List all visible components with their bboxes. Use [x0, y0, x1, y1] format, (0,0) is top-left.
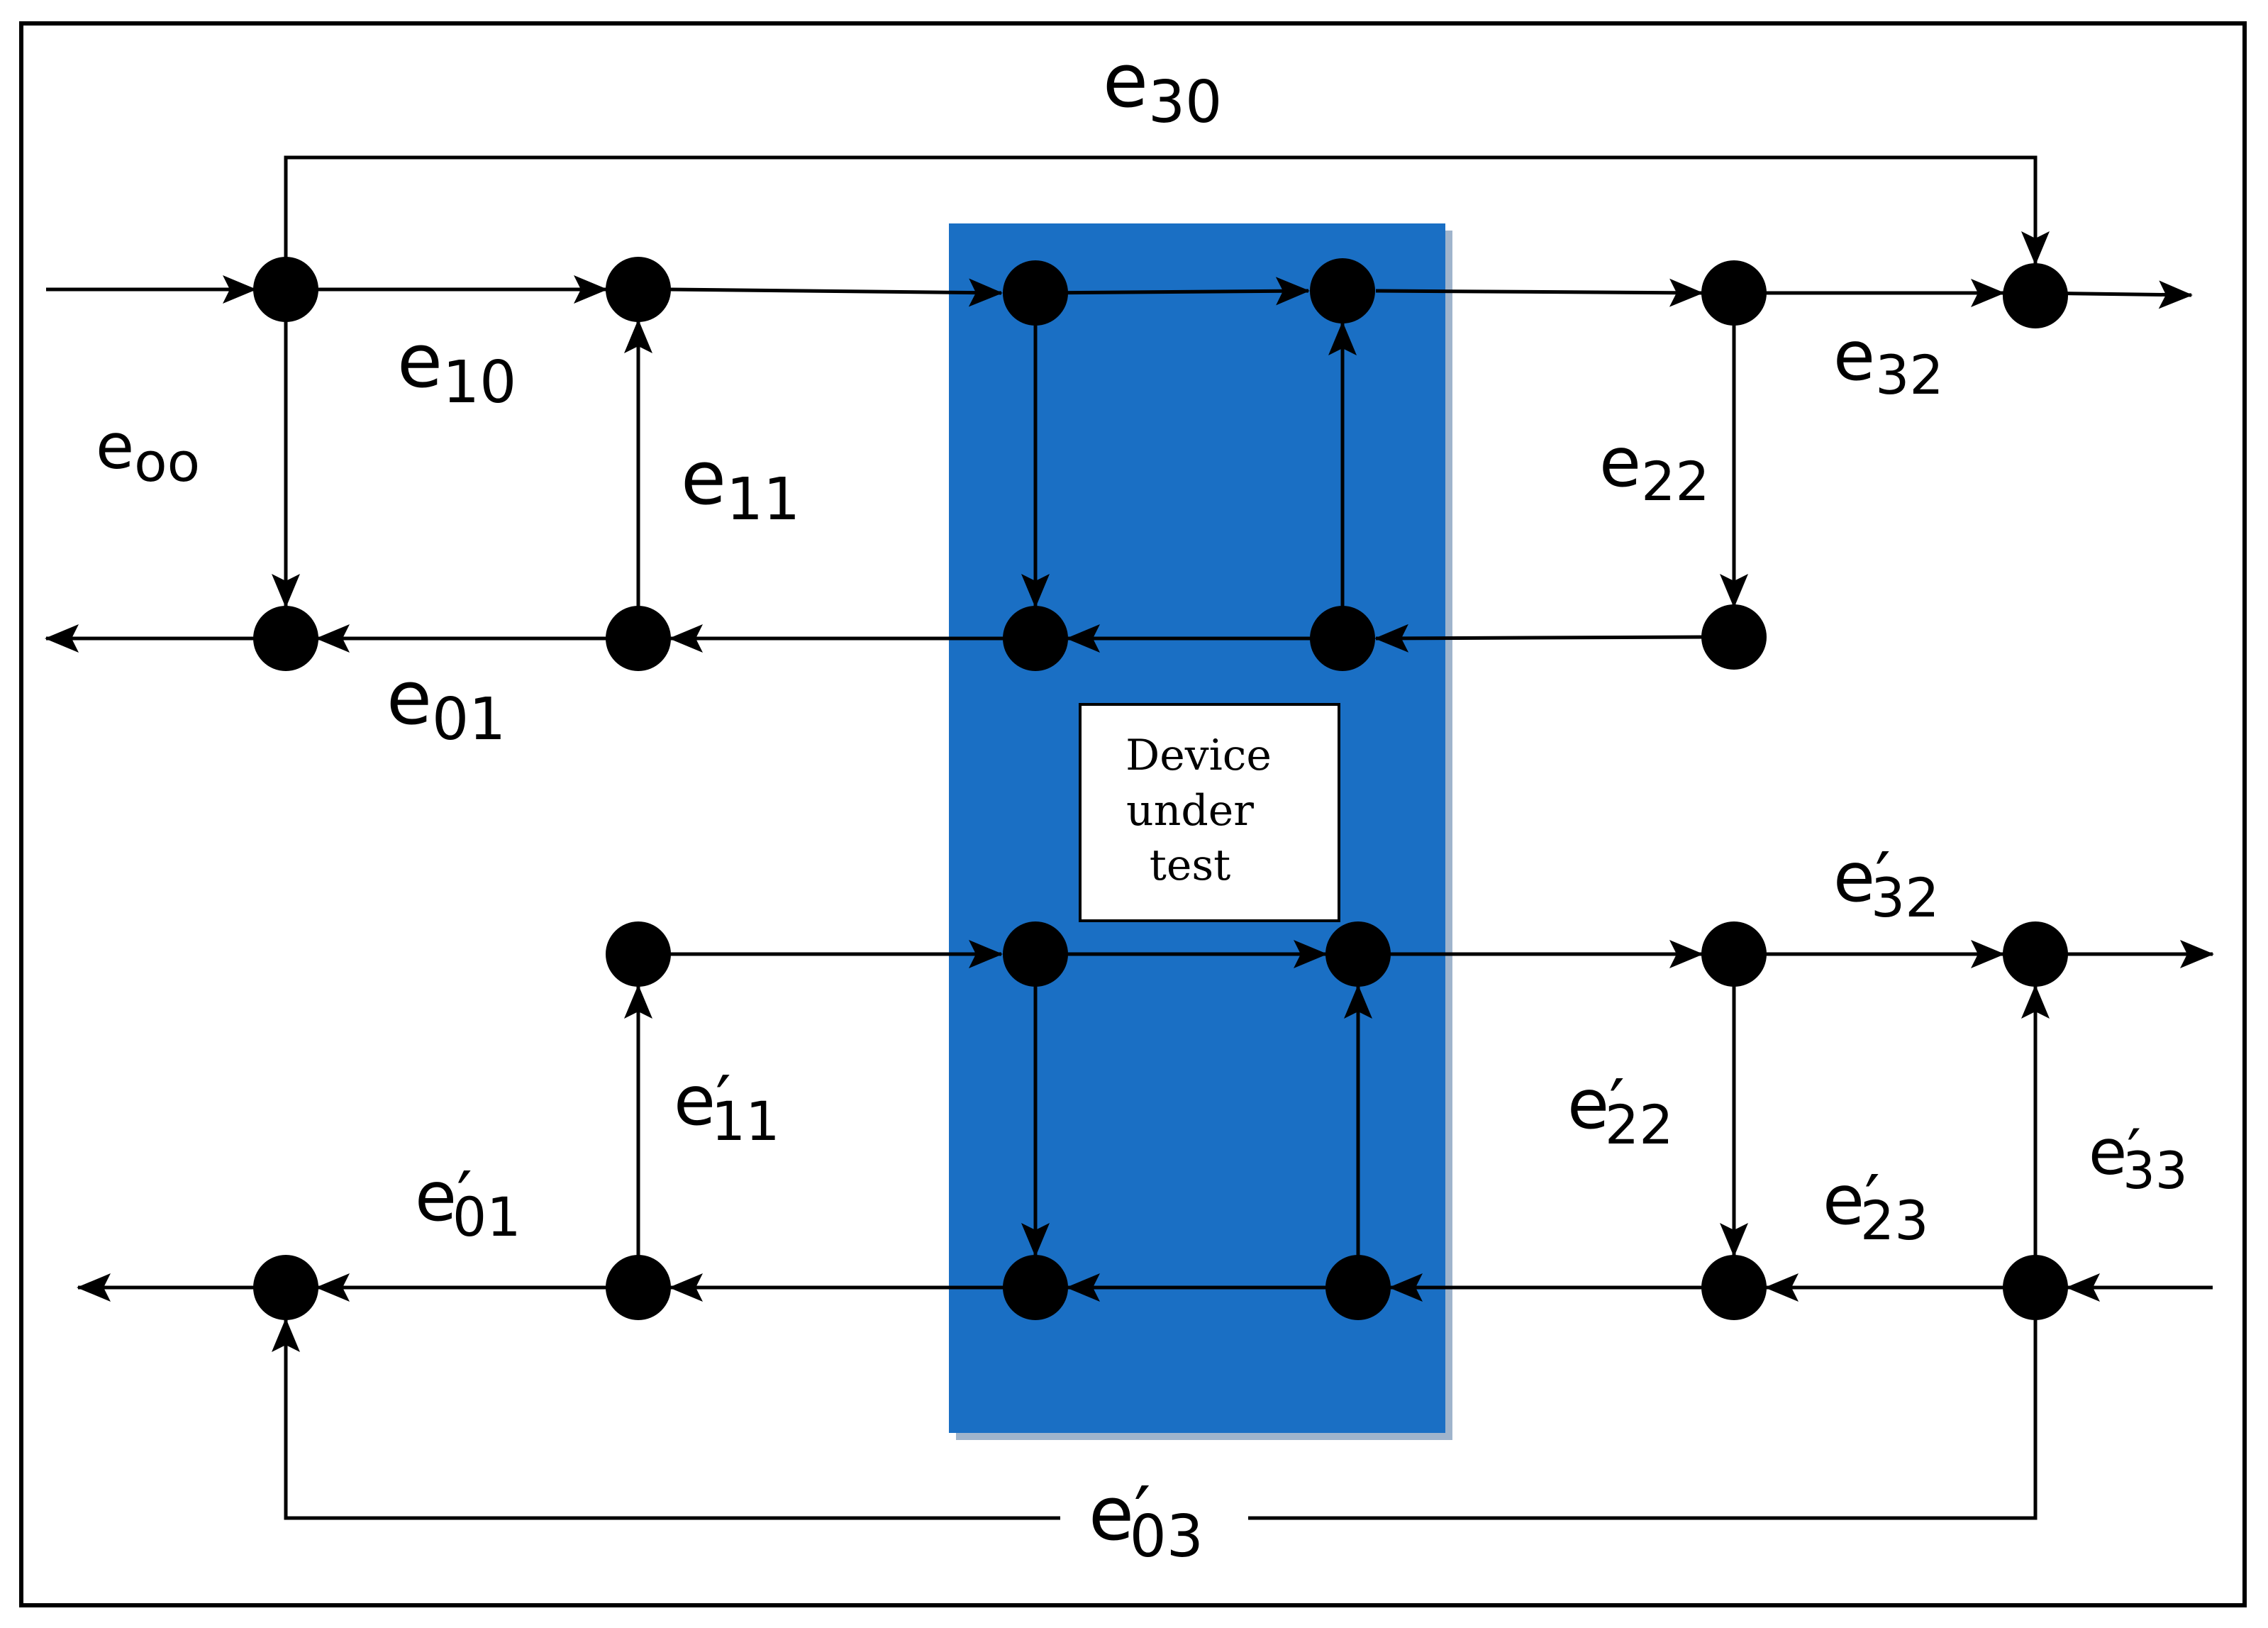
label-e33-prime: e′33 [2089, 1116, 2188, 1200]
node-b2 [606, 921, 671, 987]
node-f2 [2003, 921, 2068, 987]
node-i2 [1003, 1255, 1068, 1320]
node-e1 [1701, 260, 1767, 326]
label-e11-prime: e′11 [674, 1061, 780, 1153]
node-f1 [2003, 263, 2068, 328]
node-h2 [606, 1255, 671, 1320]
label-e00: eoo [96, 410, 200, 494]
dut-line-3: test [1150, 841, 1231, 890]
node-a1 [253, 257, 318, 322]
node-j2 [1325, 1255, 1391, 1320]
dut-line-1: Device [1125, 731, 1272, 780]
node-c2 [1003, 921, 1068, 987]
label-e22: e22 [1599, 423, 1710, 513]
top-network-wires [45, 155, 2193, 653]
node-k1 [1701, 604, 1767, 670]
label-e23-prime: e′23 [1823, 1161, 1929, 1252]
parameter-labels: e30 e10 eoo e11 e01 e22 e32 e′32 e′11 e′… [96, 38, 2188, 1571]
label-e10: e10 [397, 318, 516, 416]
label-e30: e30 [1103, 38, 1222, 136]
node-k2 [1701, 1255, 1767, 1320]
node-l2 [2003, 1255, 2068, 1320]
node-g1 [253, 606, 318, 671]
node-c1 [1003, 260, 1068, 326]
label-e32-prime: e′32 [1833, 838, 1940, 929]
label-e01: e01 [387, 655, 506, 753]
node-d2 [1325, 921, 1391, 987]
node-j1 [1310, 606, 1375, 671]
bottom-network-wires [77, 940, 2214, 1520]
label-e11: e11 [681, 435, 800, 533]
node-h1 [606, 606, 671, 671]
node-b1 [606, 257, 671, 322]
dut-line-2: under [1126, 786, 1254, 836]
label-e22-prime: e′22 [1567, 1065, 1674, 1156]
node-d1 [1310, 258, 1375, 323]
label-e01-prime: e′01 [415, 1157, 521, 1248]
node-a2 [253, 1255, 318, 1320]
label-e03-prime: e′03 [1089, 1471, 1204, 1571]
node-e2 [1701, 921, 1767, 987]
node-i1 [1003, 606, 1068, 671]
bottom-network-nodes [253, 921, 2068, 1320]
label-e32: e32 [1833, 316, 1944, 406]
device-under-test-box: Device under test [1079, 703, 1340, 922]
top-network-nodes [253, 257, 2068, 671]
